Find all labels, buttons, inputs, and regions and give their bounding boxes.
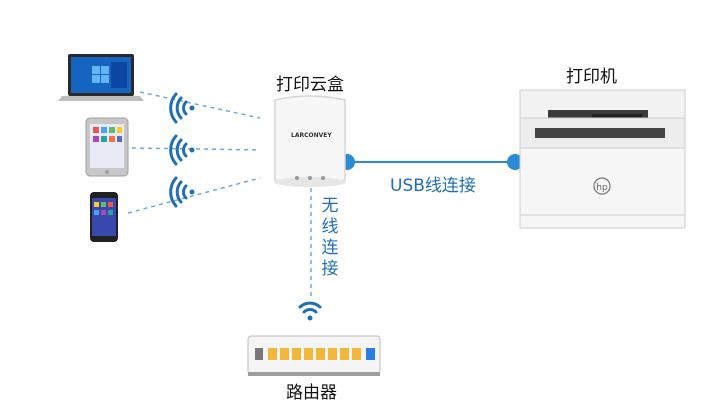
usb-node-right xyxy=(507,154,523,170)
cloud-box-label: 打印云盒 xyxy=(276,75,344,95)
phone-dashed-link xyxy=(127,177,261,214)
wireless-link-label: 无线连接 xyxy=(321,196,339,279)
tablet-dashed-link xyxy=(131,147,261,151)
tablet-icon xyxy=(85,117,129,177)
usb-link-label: USB线连接 xyxy=(390,176,476,196)
laptop-dashed-link xyxy=(139,91,261,119)
router-label: 路由器 xyxy=(286,383,337,403)
router-icon xyxy=(247,335,381,376)
wifi-icon xyxy=(298,301,322,321)
wifi-icon xyxy=(169,92,195,124)
printer-label: 打印机 xyxy=(566,67,617,87)
wifi-icon xyxy=(169,176,195,208)
printer-icon: hp xyxy=(519,89,686,229)
svg-text:hp: hp xyxy=(596,183,608,193)
cloud-box-device xyxy=(274,95,346,187)
phone-icon xyxy=(90,192,118,242)
cloud-box-brand: LARCONVEY xyxy=(291,132,332,139)
laptop-icon xyxy=(58,54,144,101)
wifi-icon xyxy=(169,134,195,166)
